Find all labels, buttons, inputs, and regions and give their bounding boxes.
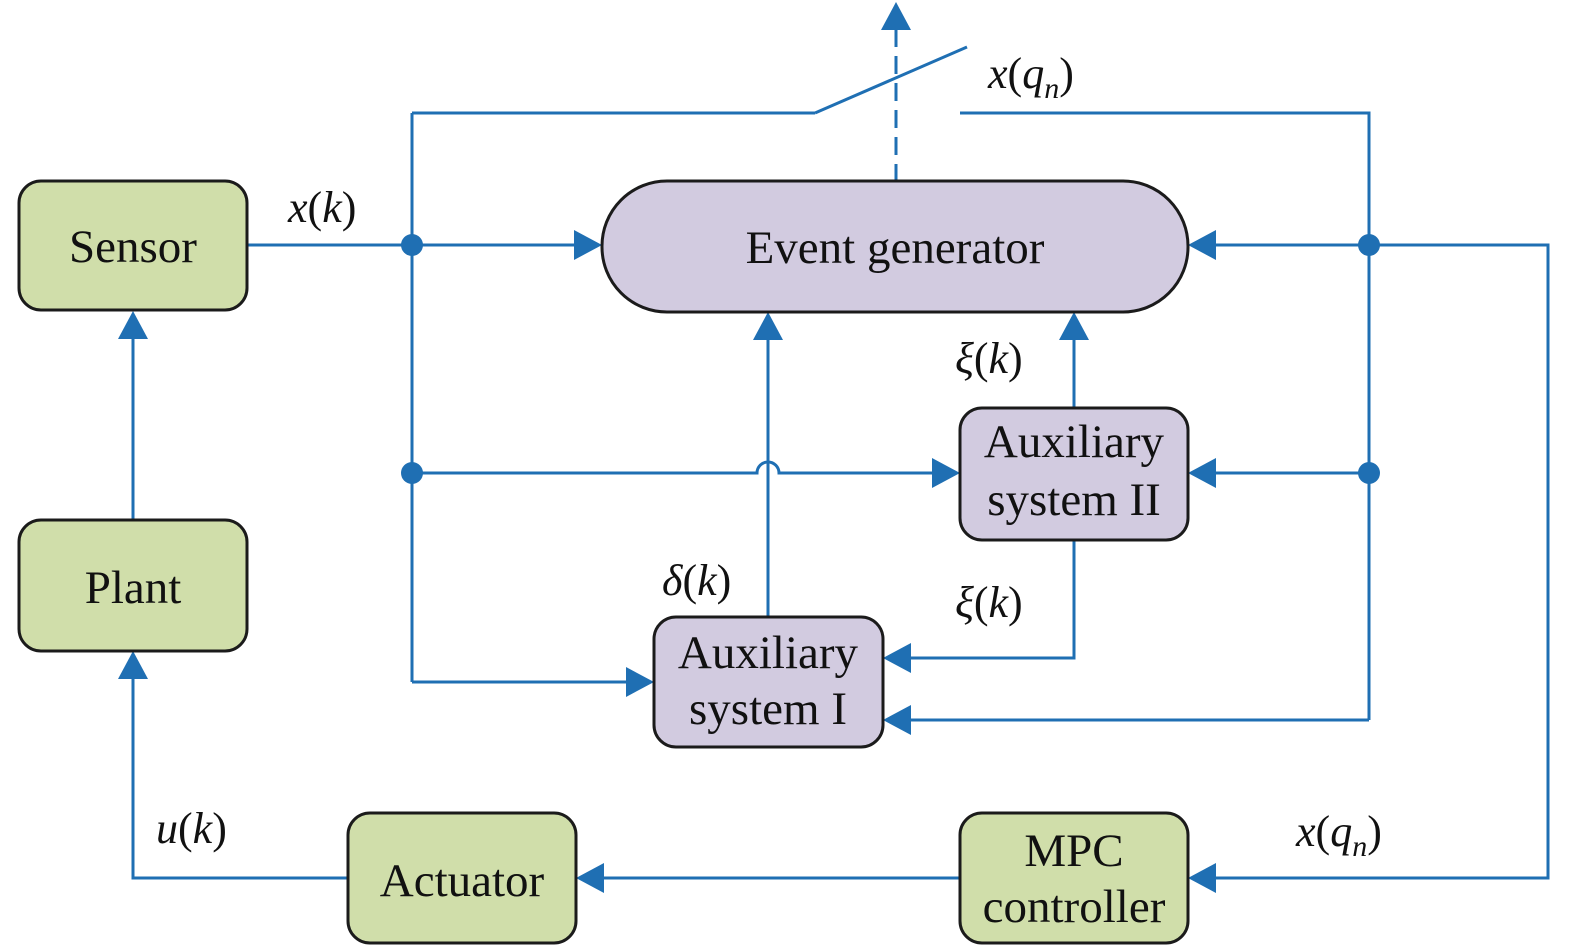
event-generator-label: Event generator (746, 222, 1045, 274)
arrow-into-aux1-xi (883, 643, 911, 673)
arrow-trigger-up (881, 2, 911, 30)
junction-right-middle (1358, 462, 1380, 484)
event-generator-block: Event generator (600, 179, 1190, 314)
arrow-into-mpc (1188, 863, 1216, 893)
aux1-label-line2: system I (689, 683, 847, 735)
sensor-block: Sensor (17, 179, 249, 312)
arrow-into-aux1-right (883, 705, 911, 735)
signal-xqn-top-label: x(qn) (987, 49, 1074, 105)
mpc-label-line2: controller (983, 881, 1166, 933)
event-generator-box (600, 179, 1190, 314)
auxiliary-system-1-box (652, 615, 885, 749)
plant-label: Plant (85, 562, 182, 614)
signal-xqn-bottom-label: x(qn) (1295, 807, 1382, 863)
arrow-into-event-generator-right (1188, 230, 1216, 260)
arrow-into-plant (118, 651, 148, 679)
signal-xk-label: x(k) (287, 183, 356, 232)
mpc-label-line1: MPC (1024, 825, 1123, 877)
plant-block: Plant (17, 518, 249, 653)
signal-xi-upper-label: ξ(k) (955, 334, 1023, 383)
wire-aux2-to-aux1 (907, 540, 1076, 660)
arrow-into-sensor (118, 311, 148, 339)
signal-delta-label: δ(k) (662, 556, 731, 605)
actuator-block: Actuator (346, 811, 578, 945)
junction-right-top (1358, 234, 1380, 256)
arrowheads (118, 2, 1216, 893)
aux2-label-line1: Auxiliary (984, 416, 1165, 468)
junction-left-top (401, 234, 423, 256)
arrow-into-aux2-right (1188, 458, 1216, 488)
arrow-into-aux1-left (626, 667, 654, 697)
signal-uk-label: u(k) (156, 804, 227, 853)
arrow-into-actuator (576, 863, 604, 893)
aux1-label-line1: Auxiliary (678, 627, 859, 679)
sensor-label: Sensor (69, 221, 197, 273)
aux2-label-line2: system II (987, 474, 1161, 526)
switch-blade (814, 45, 968, 115)
wire-left-to-aux2 (412, 460, 935, 475)
auxiliary-system-2-box (958, 406, 1190, 542)
arrow-into-event-generator-delta (753, 312, 783, 340)
arrow-into-event-generator-xi (1059, 312, 1089, 340)
wire-actuator-to-plant (131, 675, 348, 880)
junction-left-middle (401, 462, 423, 484)
mpc-controller-box (958, 811, 1190, 945)
wires (131, 28, 1550, 880)
mpc-controller-block: MPC controller (958, 811, 1190, 945)
actuator-label: Actuator (380, 855, 545, 907)
arrow-into-aux2-left (932, 458, 960, 488)
arrow-into-event-generator-left (574, 230, 602, 260)
wire-outer-feedback (1212, 243, 1550, 880)
sensor-box (17, 179, 249, 312)
junctions (401, 234, 1380, 484)
auxiliary-system-2-block: Auxiliary system II (958, 406, 1190, 542)
actuator-box (346, 811, 578, 945)
wire-top-right (960, 111, 1371, 720)
auxiliary-system-1-block: Auxiliary system I (652, 615, 885, 749)
plant-box (17, 518, 249, 653)
signal-xi-lower-label: ξ(k) (955, 578, 1023, 627)
